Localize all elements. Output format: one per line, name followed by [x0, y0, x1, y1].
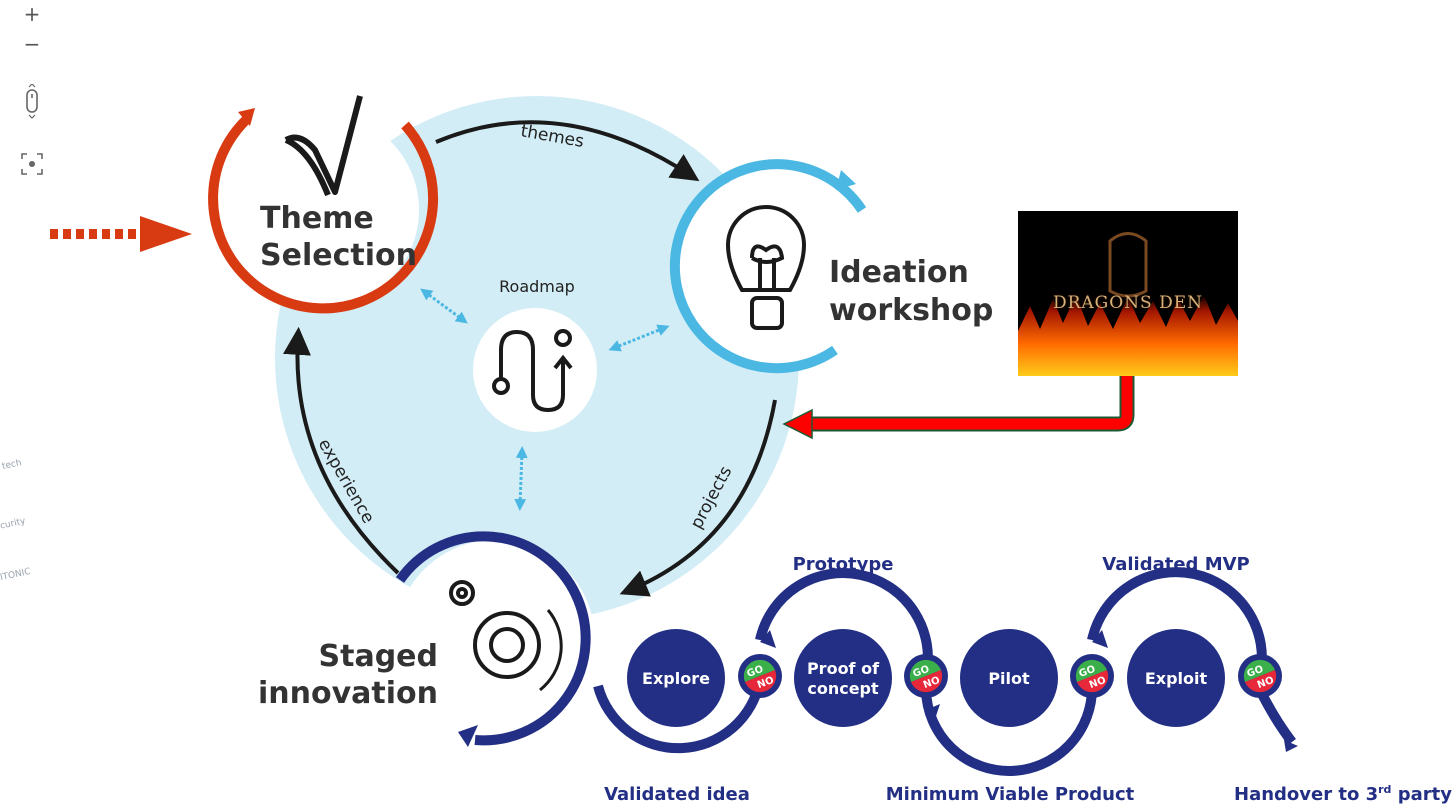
dragons-feedback-arrow: [808, 376, 1133, 430]
go-label: GO: [912, 664, 931, 680]
stage-4: Exploit: [1127, 629, 1225, 727]
themes-arrow: [435, 120, 700, 182]
go-label: GO: [1246, 664, 1265, 680]
theme-selection-ring: [208, 114, 439, 314]
ideation-ring: [669, 159, 867, 374]
no-label: NO: [1256, 675, 1276, 691]
validated-idea-label: Validated idea: [604, 784, 750, 805]
connector-roadmap-ideation: [608, 324, 670, 352]
stage-label: Explore: [642, 669, 710, 688]
staged-node: [395, 540, 595, 740]
no-label: NO: [1088, 675, 1108, 691]
zoom-out-button[interactable]: −: [23, 32, 41, 56]
dragons-den-image: DRAGONS DEN: [1018, 211, 1238, 376]
roadmap-label: Roadmap: [499, 277, 575, 296]
mvp-label: Minimum Viable Product: [886, 784, 1135, 805]
dragon-emblem: [1108, 232, 1148, 298]
experience-arrow: [283, 326, 400, 575]
recenter-icon[interactable]: [18, 150, 46, 178]
roadmap-icon: [492, 329, 573, 413]
stage-3: Pilot: [960, 629, 1058, 727]
theme-selection-node: [225, 113, 419, 307]
entry-arrowhead: [140, 216, 192, 252]
connector-roadmap-staged: [514, 446, 528, 511]
no-label: NO: [922, 675, 942, 691]
dragons-den-title: DRAGONS DEN: [1052, 293, 1204, 313]
mouse-icon[interactable]: [18, 84, 46, 119]
prototype-label: Prototype: [793, 554, 894, 575]
stage-label: Exploit: [1145, 669, 1208, 688]
validated-mvp-label: Validated MVP: [1102, 554, 1249, 575]
staged-ring: [395, 531, 591, 746]
lightbulb-icon: [725, 205, 807, 330]
stage-label: Pilot: [988, 669, 1030, 688]
handover-label: Handover to 3rd party: [1234, 783, 1452, 805]
ideation-node: [674, 173, 868, 367]
stage-1: Explore: [627, 629, 725, 727]
stage-gate-track: [593, 567, 1296, 777]
projects-arrow: [619, 399, 777, 597]
go-label: GO: [1078, 664, 1097, 680]
connector-theme-roadmap: [420, 288, 468, 324]
no-label: NO: [756, 675, 776, 691]
zoom-in-button[interactable]: +: [23, 2, 41, 26]
gears-icon: [449, 580, 563, 692]
go-label: GO: [746, 664, 765, 680]
